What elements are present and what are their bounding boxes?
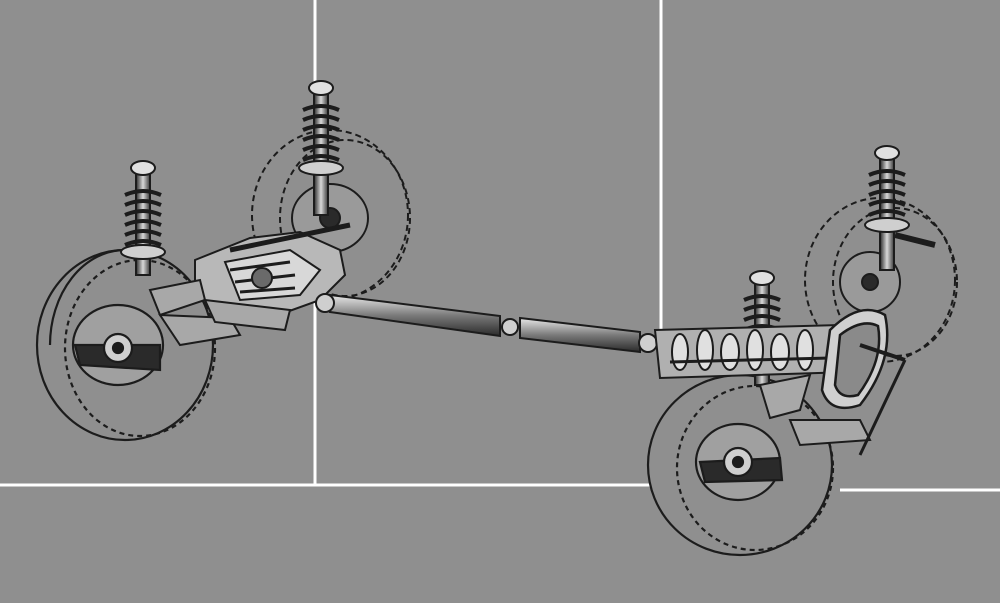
rear-control-arms bbox=[148, 222, 351, 347]
bell-housing bbox=[820, 308, 889, 410]
front-gearbox bbox=[653, 323, 852, 380]
front-left-wheel bbox=[646, 373, 835, 557]
rear-right-coil-spring bbox=[298, 80, 344, 216]
rear-left-wheel bbox=[35, 248, 217, 442]
front-right-coil-spring bbox=[864, 145, 936, 271]
front-control-arms bbox=[758, 343, 907, 456]
rear-left-coil-spring bbox=[120, 160, 166, 276]
driveshaft bbox=[315, 293, 658, 354]
